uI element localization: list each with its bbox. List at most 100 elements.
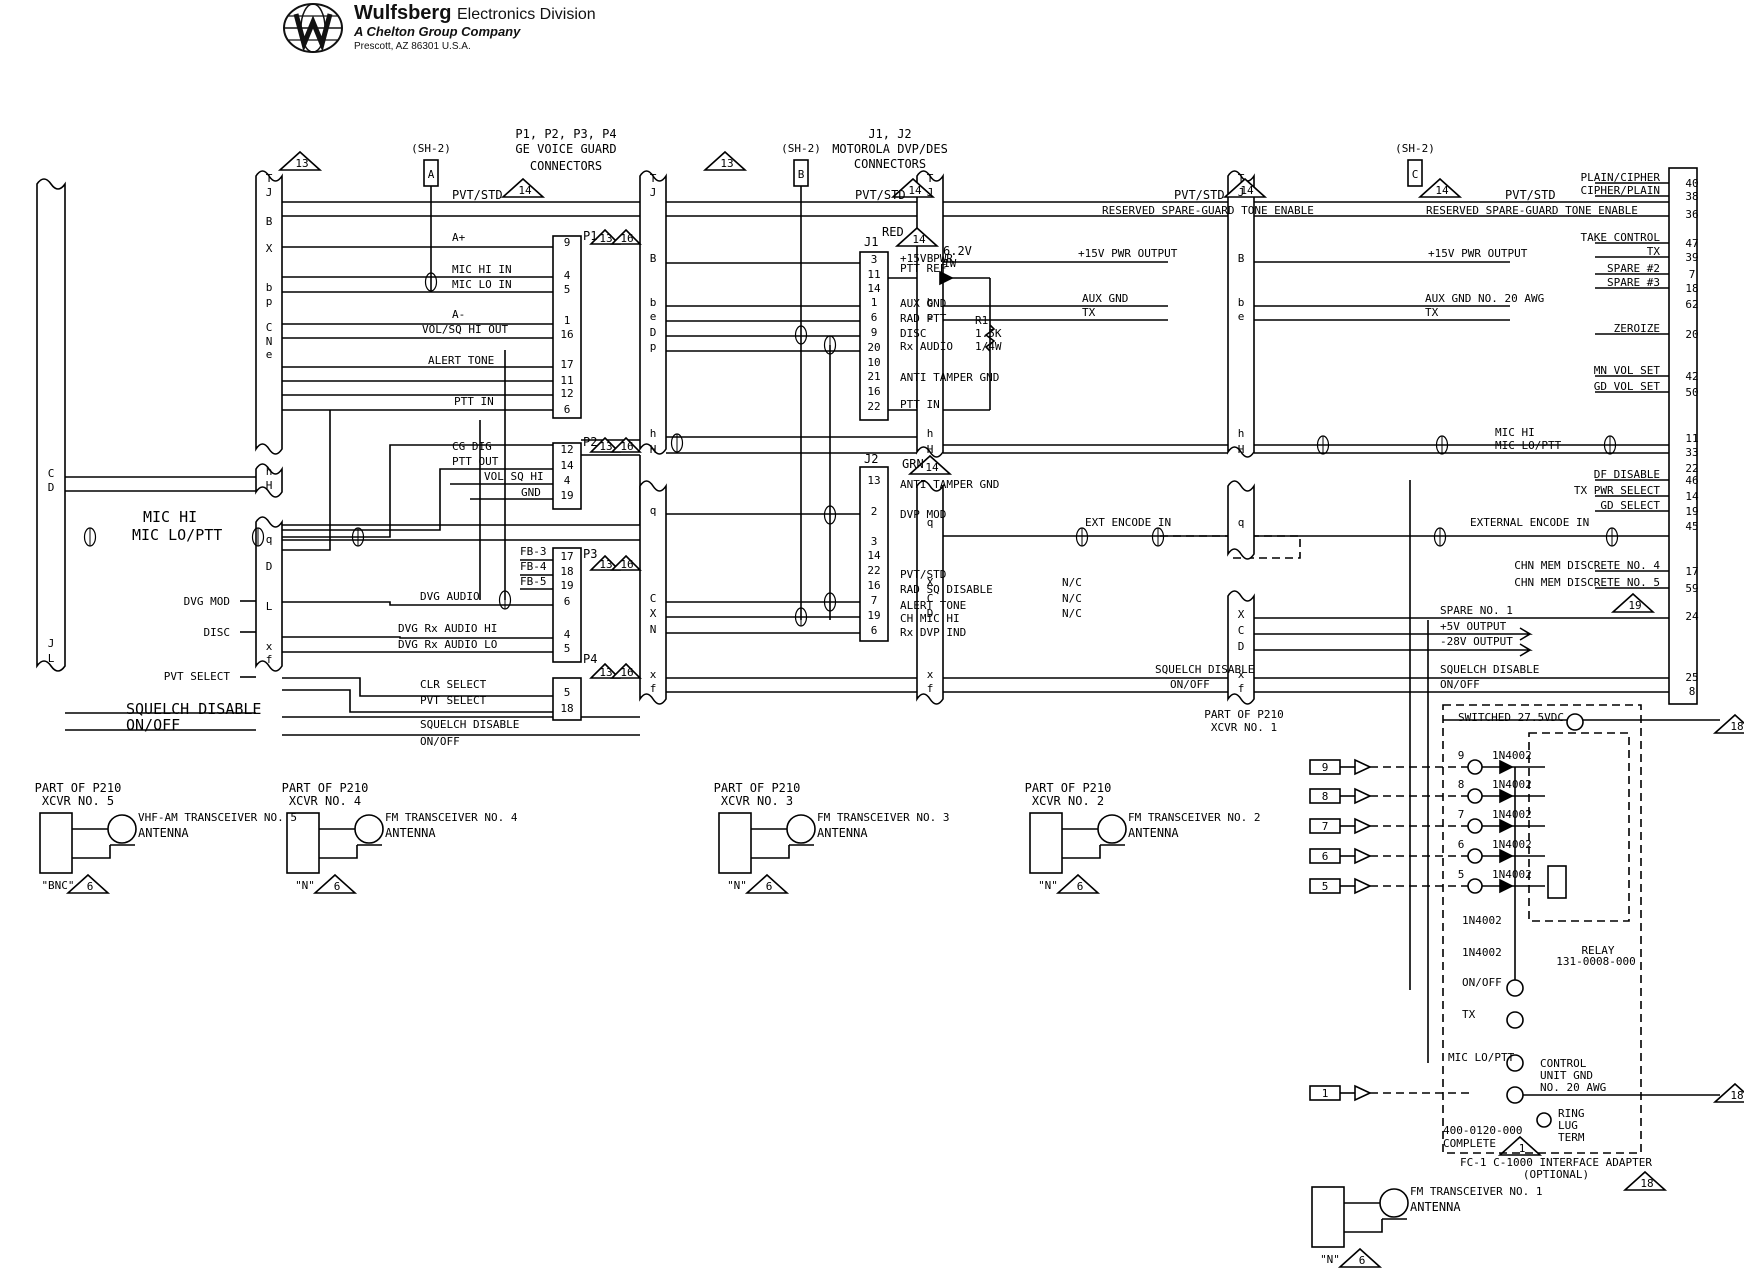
j1-label-3: RAD PTT — [900, 312, 947, 325]
connector3-lower-pin-x: x — [927, 668, 934, 681]
connector3-pin-b: b — [927, 296, 934, 309]
wire — [282, 689, 553, 713]
p2-pin-12: 12 — [560, 443, 573, 456]
p1-body — [552, 235, 582, 419]
wire — [1344, 1219, 1383, 1233]
r-tx: TX — [1425, 306, 1439, 319]
diode-label-c: 1N4002 — [1462, 946, 1502, 959]
arrow-icon — [1354, 787, 1372, 805]
note-18-a-text: 18 — [1730, 720, 1743, 733]
connector3-pin-T: T — [927, 172, 934, 185]
wire — [1062, 845, 1101, 859]
p3-pin-17: 17 — [560, 550, 573, 563]
note-6-2-text: 6 — [766, 880, 773, 893]
connector2-upper — [639, 170, 667, 455]
note-14-e-text: 14 — [912, 233, 926, 246]
note-14-b — [890, 177, 936, 198]
connector2-pin-p: p — [650, 340, 657, 353]
sh2-b: (SH-2) — [781, 142, 821, 155]
connector3-lower-pin-X: X — [927, 576, 934, 589]
note-16-p1 — [610, 228, 642, 245]
adapter-title-1: (OPTIONAL) — [1523, 1168, 1589, 1181]
diode-icon — [1499, 848, 1514, 864]
antenna-conn-2: "N" — [727, 879, 747, 892]
p2-pin-14: 14 — [560, 459, 574, 472]
mid-onoff: ON/OFF — [1170, 678, 1210, 691]
terminal-icon — [1467, 818, 1483, 834]
c4-xcvr: XCVR NO. 1 — [1211, 721, 1277, 734]
adapter-switched: SWITCHED 27.5VDC — [1458, 711, 1564, 724]
note-6-1 — [312, 873, 358, 894]
connector1-pin-B: B — [266, 215, 273, 228]
wulfsberg-globe-logo-icon — [283, 3, 343, 53]
r-sq: SQUELCH DISABLE — [1440, 663, 1539, 676]
note-14-f-text: 14 — [925, 461, 939, 474]
ll-onoff: ON/OFF — [420, 735, 460, 748]
connector1-mic-pin-h: h — [266, 465, 273, 478]
side-disc: DISC — [204, 626, 231, 639]
sh-c-label: C — [1412, 168, 1419, 181]
p3-pin-5: 5 — [564, 642, 571, 655]
j2-label-3: RAD SQ DISABLE — [900, 583, 993, 596]
sh-b-box — [793, 159, 809, 187]
reserved-2: RESERVED SPARE-GUARD TONE ENABLE — [1426, 204, 1638, 217]
connector2b-pin-f: f — [650, 682, 657, 695]
pvt-std-1: PVT/STD — [452, 188, 503, 202]
adapter-onoff: ON/OFF — [1462, 976, 1502, 989]
p3-pin-18: 18 — [560, 565, 573, 578]
right-pin-45: 45 — [1685, 520, 1698, 533]
j1-pin-1: 1 — [871, 296, 878, 309]
antenna-conn-1: "N" — [295, 879, 315, 892]
wire — [282, 636, 553, 639]
right-connector-body — [1668, 167, 1698, 705]
p4-pin-18: 18 — [560, 702, 573, 715]
connector3-lower — [916, 480, 944, 705]
note-14-f — [907, 454, 953, 475]
p4-label-1: PVT SELECT — [420, 694, 487, 707]
antenna-name-0: VHF-AM TRANSCEIVER NO. 5 — [138, 811, 297, 824]
shield-icon — [498, 590, 512, 610]
antenna-conn-0: "BNC" — [41, 879, 74, 892]
connector4-lower-pin-D: D — [1238, 640, 1245, 653]
j2-label-4: ALERT TONE — [900, 599, 966, 612]
connector1b-pin-D: D — [266, 560, 273, 573]
terminal-icon — [1506, 1011, 1524, 1029]
note-6-0 — [65, 873, 111, 894]
note-6-0-text: 6 — [87, 880, 94, 893]
note-18-c — [1622, 1170, 1668, 1191]
note-13-a-text: 13 — [295, 157, 308, 170]
note-6-2 — [744, 873, 790, 894]
note-14-c-text: 14 — [1240, 184, 1254, 197]
connector3-pin-B: B — [927, 252, 934, 265]
antenna-name-4: FM TRANSCEIVER NO. 1 — [1410, 1185, 1542, 1198]
input-label-8: 8 — [1322, 790, 1329, 803]
right-pin-47: 47 — [1685, 237, 1698, 250]
note-14-a — [500, 177, 546, 198]
adapter-tx: TX — [1462, 1008, 1476, 1021]
antenna-conn-3: "N" — [1038, 879, 1058, 892]
terminal-icon — [1506, 1086, 1524, 1104]
antenna-conn-4: "N" — [1320, 1253, 1340, 1266]
note-14-d — [1417, 177, 1463, 198]
nc-3: N/C — [1062, 607, 1082, 620]
right-label-18: CHN MEM DISCRETE NO. 4 — [1514, 559, 1660, 572]
j1-pin-21: 21 — [867, 370, 880, 383]
p3-pin-4: 4 — [564, 628, 571, 641]
j1-pin-16: 16 — [867, 385, 880, 398]
shield-icon — [823, 505, 837, 525]
connector3-lower-pin-q: q — [927, 516, 934, 529]
j2-name: J2 — [864, 452, 878, 466]
j1-pin-14: 14 — [867, 282, 881, 295]
note-13-p1 — [589, 228, 621, 245]
input-pin-5: 5 — [1458, 868, 1465, 881]
right-pin-22: 22 — [1685, 462, 1698, 475]
side-pvt-select: PVT SELECT — [164, 670, 231, 683]
resistor-icon — [984, 324, 996, 352]
note-14-c — [1222, 177, 1268, 198]
connector2b-pin-X: X — [650, 607, 657, 620]
ant-part-0: PART OF P210 — [35, 781, 122, 795]
relay-coil-icon — [1547, 865, 1567, 899]
connector2-pin-h: h — [650, 427, 657, 440]
connector4-pin-T: T — [1238, 172, 1245, 185]
antenna-label-4: ANTENNA — [1410, 1200, 1461, 1214]
